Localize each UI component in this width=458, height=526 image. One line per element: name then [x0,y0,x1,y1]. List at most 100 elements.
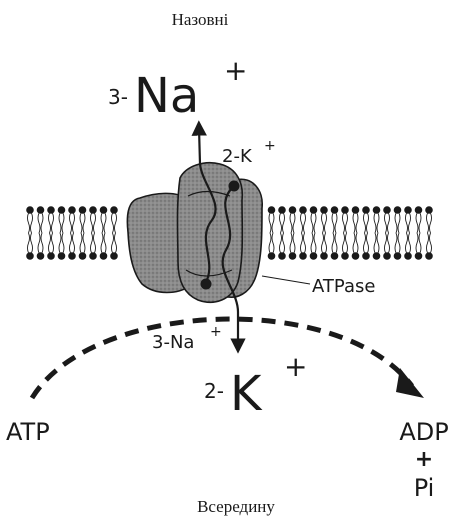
lipid-head [404,252,412,260]
lipid-tail [384,232,390,254]
lipid-head [393,252,402,260]
lipid-tail [300,232,306,254]
lipid-tail [426,232,432,254]
atpase-protein [126,162,263,304]
lipid-tail [90,212,96,234]
lipid-head [57,206,66,214]
lipid-tail [268,212,275,234]
lipid-tail [321,232,327,254]
lipid-head [309,206,318,214]
potassium-inside-count: 2- [204,379,224,403]
lipid-tail [100,232,107,254]
lipid-tail [48,212,54,234]
lipid-tail [268,232,275,254]
lipid-tail [279,212,285,234]
lipid-head [99,252,108,260]
lipid-tail [79,232,86,254]
lipid-head [341,252,349,260]
lipid-tail [69,232,75,254]
lipid-head [404,206,412,214]
inside-label: Всередину [197,497,275,516]
lipid-tail [394,232,401,254]
lipid-head [425,206,433,214]
lipid-bilayer [26,206,433,260]
adp-label: ADP [399,418,448,446]
lipid-tail [321,212,327,234]
protein-left-lobe [126,192,191,294]
products-label: ADP + Pi [399,418,448,502]
lipid-head [362,206,370,214]
sodium-outside-label: 3- Na + [108,54,247,124]
lipid-tail [426,212,432,234]
sodium-outside-count: 3- [108,85,128,109]
lipid-tail [289,232,296,254]
lipid-head [351,206,360,214]
lipid-head [36,252,45,260]
lipid-head [278,252,286,260]
lipid-tail [300,212,306,234]
lipid-head [414,206,423,214]
lipid-head [89,206,97,214]
potassium-outside-text: 2-K [222,146,253,167]
lipid-head [299,206,307,214]
potassium-pathway [221,185,246,354]
sodium-pathway [191,120,217,285]
lipid-head [267,206,276,214]
lipid-head [288,206,297,214]
potassium-inside-label: 2- K + [204,350,307,422]
atp-label: ATP [6,418,50,446]
lipid-tail [289,212,296,234]
lipid-head [99,206,108,214]
lipid-tail [100,212,107,234]
potassium-binding-site [228,180,240,192]
lipid-head [68,252,76,260]
lipid-head [383,252,391,260]
lipid-head [47,206,55,214]
lipid-head [110,252,118,260]
lipid-tail [27,232,33,254]
lipid-head [299,252,307,260]
lipid-head [36,206,45,214]
lipid-tail [48,232,54,254]
lipid-tail [37,212,44,234]
sodium-binding-site [200,278,212,290]
lipid-head [320,252,328,260]
lipid-head [68,206,76,214]
lipid-tail [352,212,359,234]
potassium-outside-label: 2-K + [222,138,276,167]
lipid-tail [405,232,411,254]
lipid-head [47,252,55,260]
sodium-outside-ion: Na [134,68,199,124]
lipid-head [320,206,328,214]
lipid-tail [363,232,369,254]
lipid-tail [352,232,359,254]
lipid-tail [342,212,348,234]
sodium-outside-charge: + [224,54,247,87]
lipid-head [78,206,87,214]
lipid-head [372,206,381,214]
lipid-tail [415,232,422,254]
lipid-tail [310,212,317,234]
lipid-tail [331,212,338,234]
lipid-tail [394,212,401,234]
lipid-head [57,252,66,260]
lipid-head [89,252,97,260]
outside-label: Назовні [172,10,229,29]
sodium-inside-charge: + [210,324,222,340]
pi-label: Pi [414,474,435,502]
lipid-tail [384,212,390,234]
lipid-head [78,252,87,260]
lipid-head [26,252,34,260]
lipid-tail [405,212,411,234]
lipid-head [330,252,339,260]
lipid-tail [69,212,75,234]
lipid-head [309,252,318,260]
lipid-head [425,252,433,260]
sodium-inside-label: 3-Na + [152,324,222,353]
lipid-head [351,252,360,260]
lipid-tail [331,232,338,254]
atp-hydrolysis-arrowhead [396,368,424,398]
potassium-inside-ion: K [230,366,263,422]
lipid-head [362,252,370,260]
